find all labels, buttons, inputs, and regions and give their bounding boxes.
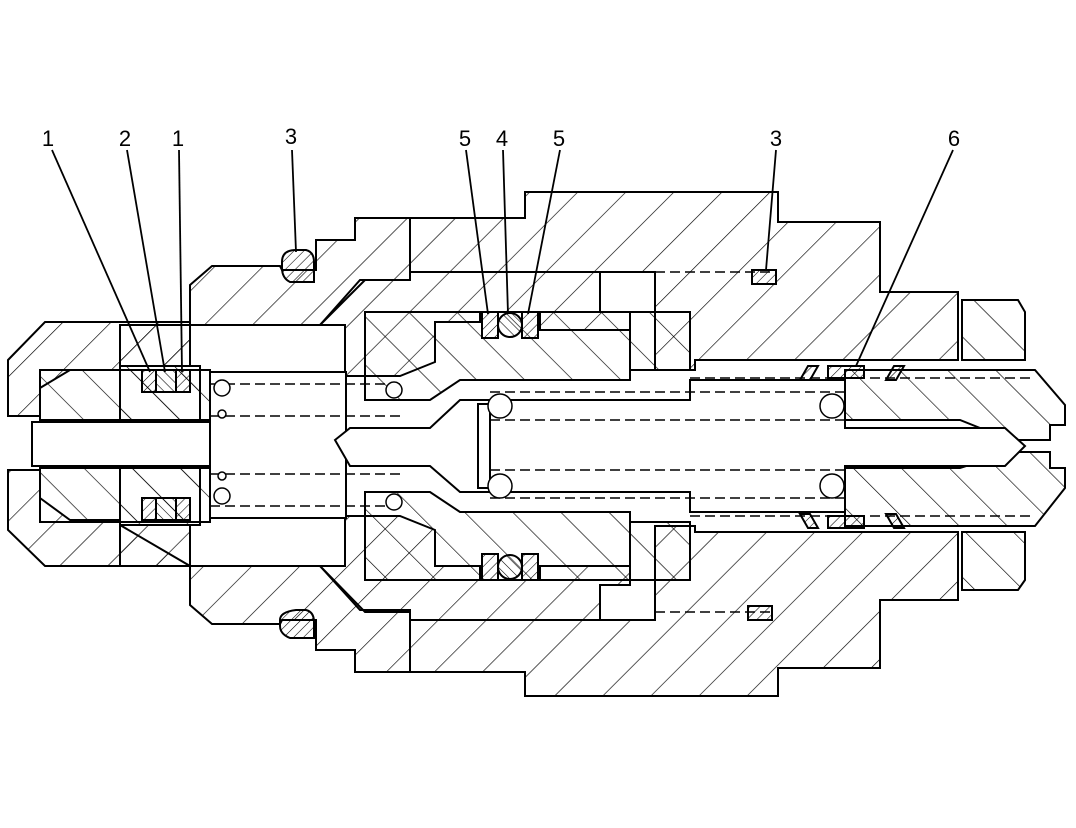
o-ring-lower: [497, 554, 523, 580]
spring-coil: [385, 381, 403, 399]
backup-ring-lower-b: [175, 497, 191, 521]
needle-collar: [477, 403, 491, 489]
spring-coil: [213, 379, 231, 397]
callout-1b: 1: [172, 126, 184, 151]
groove-upper-b: [884, 365, 906, 381]
right-sleeve-upper: [629, 311, 691, 371]
callout-2: 2: [119, 126, 131, 151]
spring-coil: [819, 473, 845, 499]
callout-3b: 3: [770, 126, 782, 151]
groove-lower-b: [884, 513, 906, 529]
spring-coil: [385, 493, 403, 511]
outlet-nozzle-upper: [844, 369, 1066, 441]
end-cap-upper: [961, 299, 1026, 361]
leader-line-3b: [765, 149, 777, 271]
groove-lower-a: [798, 513, 820, 529]
spring-coil: [217, 409, 227, 419]
spring-coil: [217, 471, 227, 481]
callout-5a: 5: [459, 126, 471, 151]
leader-line-2: [126, 149, 166, 373]
spring-coil: [487, 393, 513, 419]
left-housing-lower: [119, 523, 411, 673]
backup-ring-lower-5b: [521, 553, 539, 581]
backup-ring-1b: [175, 369, 191, 393]
callout-5b: 5: [553, 126, 565, 151]
callout-1a: 1: [42, 126, 54, 151]
end-cap-lower: [961, 531, 1026, 591]
leader-line-6: [855, 149, 954, 367]
right-sleeve-lower: [629, 521, 691, 581]
o-ring-3-left-upper: [281, 249, 315, 283]
seal-3-right-lower: [747, 605, 773, 621]
backup-ring-lower-5a: [481, 553, 499, 581]
leader-line-4: [502, 149, 509, 315]
groove-upper-a: [798, 365, 820, 381]
spring-coil: [213, 487, 231, 505]
right-housing-upper: [409, 191, 959, 371]
o-ring-3-left-lower: [279, 609, 315, 639]
central-cylinder-lower: [364, 491, 631, 581]
backup-ring-lower-a: [141, 497, 157, 521]
spring-coil: [819, 393, 845, 419]
backup-ring-1a: [141, 369, 157, 393]
backup-ring-5a: [481, 311, 499, 339]
seal-3-right-upper: [751, 269, 777, 285]
callout-6: 6: [948, 126, 960, 151]
seal-6-upper: [827, 365, 865, 379]
backup-ring-5b: [521, 311, 539, 339]
callout-3a: 3: [285, 124, 297, 149]
callout-4: 4: [496, 126, 508, 151]
leader-line-1b: [178, 149, 183, 373]
o-ring-4: [497, 312, 523, 338]
seal-lower: [155, 497, 177, 521]
leader-line-3a: [291, 149, 297, 253]
spring-chamber: [209, 371, 347, 519]
leader-line-5a: [465, 149, 489, 315]
spring-coil: [487, 473, 513, 499]
leader-line-1a: [51, 149, 151, 373]
seal-2: [155, 369, 177, 393]
leader-line-5b: [527, 149, 561, 315]
seal-6-lower: [827, 515, 865, 529]
